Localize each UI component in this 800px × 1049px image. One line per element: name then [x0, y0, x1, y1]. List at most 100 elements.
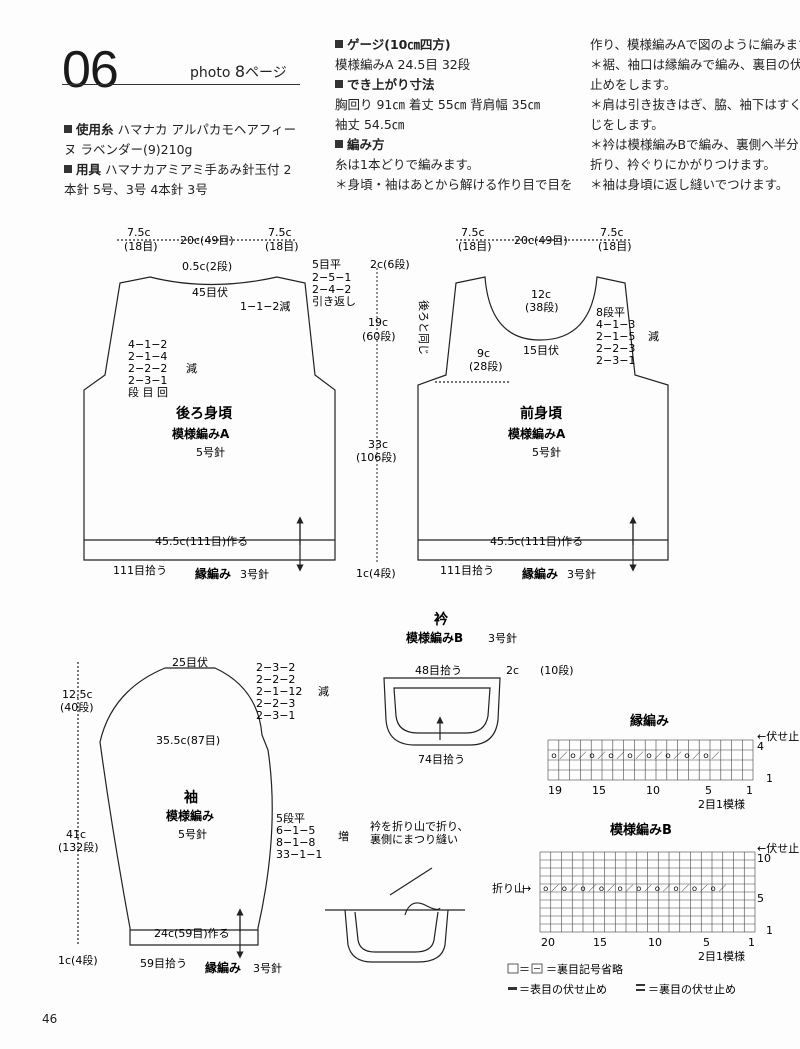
- back-top-mid: 20c(49目): [180, 234, 234, 247]
- fold-note1: 衿を折り山で折り、: [370, 819, 469, 833]
- measure-bottom: 1c(4段): [356, 566, 396, 580]
- sleeve-outline: [99, 667, 273, 946]
- method-line1: 糸は1本どりで編みます。: [335, 157, 480, 172]
- photo-reference: photo 8ページ: [190, 62, 287, 82]
- measure-top: 2c(6段): [370, 257, 410, 271]
- edge-chart-symbols: ｏ／ｏ／ｏ／ｏ／ｏ／ｏ／ｏ／ｏ／ｏ／: [550, 751, 721, 760]
- sleeve-edge-needle: 3号針: [253, 961, 282, 975]
- method-label: 編み方: [347, 137, 385, 152]
- pattern-row5: 5: [757, 892, 764, 905]
- front-side-depth: 9c: [477, 347, 490, 360]
- back-neck-rows: 0.5c(2段): [182, 259, 232, 273]
- front-same-as-back: 後ろと同じ: [417, 300, 431, 355]
- back-shoulder4: 引き返し: [312, 294, 356, 308]
- sleeve-cap3: 2−1−12: [256, 685, 302, 698]
- bullet-icon: [335, 80, 343, 88]
- back-outline: [83, 276, 336, 561]
- fold-diagram: [325, 867, 465, 963]
- front-edge: 縁編み: [522, 566, 558, 581]
- sleeve-inc4: 33−1−1: [276, 848, 322, 861]
- edge-row1: 1: [766, 772, 773, 785]
- yarn-line2: ヌ ラベンダー(9)210g: [64, 142, 193, 157]
- sleeve-length-rows: (132段): [58, 840, 99, 854]
- back-neck-bind: 45目伏: [192, 285, 228, 299]
- pattern-chart-title: 模様編みB: [610, 822, 672, 838]
- sleeve-inc-label: 増: [338, 830, 349, 843]
- sleeve-cast-on: 24c(59目)作る: [154, 927, 230, 940]
- yarn-label: 使用糸: [76, 122, 114, 137]
- sleeve-cap-height: 12.5c: [62, 688, 93, 701]
- measure-mid: 19c: [368, 316, 388, 329]
- back-shoulder2: 2−5−1: [312, 271, 351, 284]
- front-pickup: 111目拾う: [440, 563, 494, 577]
- back-top-right-st: (18目): [265, 240, 299, 253]
- front-top-right: 7.5c: [600, 226, 624, 239]
- pattern-bind: ←伏せ止め: [757, 841, 800, 855]
- bullet-icon: [64, 125, 72, 133]
- photo-suffix: ページ: [245, 65, 287, 81]
- back-arm1: 4−1−2: [128, 338, 167, 351]
- sleeve-pickup: 59目拾う: [140, 956, 187, 970]
- sleeve-title: 袖: [184, 789, 198, 806]
- pat-x20: 20: [541, 936, 555, 949]
- pattern-chart-symbols: ｏ／ｏ／ｏ／ｏ／ｏ／ｏ／ｏ／ｏ／ｏ／ｏ／: [542, 884, 728, 893]
- back-top-left: 7.5c: [127, 226, 151, 239]
- back-arm2: 2−1−4: [128, 350, 167, 363]
- front-top-left: 7.5c: [461, 226, 485, 239]
- instr-line8: ＊袖は身頃に返し縫いでつけます。: [590, 177, 789, 192]
- back-arm4: 2−3−1: [128, 374, 167, 387]
- sleeve-cap1: 2−3−2: [256, 661, 295, 674]
- front-pattern: 模様編みA: [508, 426, 566, 441]
- measure-body: 33c: [368, 438, 388, 451]
- edge-x15: 15: [592, 784, 606, 797]
- front-neck2: 4−1−3: [596, 318, 635, 331]
- pattern-row1: 1: [766, 924, 773, 937]
- sleeve-width: 35.5c(87目): [156, 734, 220, 747]
- sleeve-cap4: 2−2−3: [256, 697, 295, 710]
- bullet-icon: [335, 140, 343, 148]
- pattern-chart-grid: [539, 851, 756, 933]
- gauge-label: ゲージ(10㎝四方): [347, 37, 451, 52]
- edge-x10: 10: [646, 784, 660, 797]
- collar-pickup-bottom: 74目拾う: [418, 752, 465, 766]
- sleeve-inc3: 8−1−8: [276, 836, 315, 849]
- back-edge: 縁編み: [195, 566, 231, 581]
- back-cast-on: 45.5c(111目)作る: [155, 535, 248, 548]
- purl-bind-icon: [636, 984, 645, 986]
- back-edge-needle: 3号針: [240, 567, 269, 581]
- legend-purl-omit: ＝裏目記号省略: [546, 962, 623, 976]
- instr-line2: ＊裾、袖口は縁編みで編み、裏目の伏: [590, 57, 800, 72]
- sleeve-diagram: [77, 662, 273, 959]
- collar-pattern: 模様編みB: [406, 630, 463, 645]
- fold-line-label: 折り山: [492, 881, 525, 895]
- pat-x10: 10: [648, 936, 662, 949]
- back-pattern: 模様編みA: [172, 426, 230, 441]
- back-top-left-st: (18目): [124, 240, 158, 253]
- edge-x1: 1: [746, 784, 753, 797]
- back-arm5: 段 目 回: [128, 385, 168, 399]
- front-top-left-st: (18目): [458, 240, 492, 253]
- front-top-mid: 20c(49目): [514, 234, 568, 247]
- front-edge-needle: 3号針: [567, 567, 596, 581]
- front-body-diagram: [417, 239, 669, 572]
- fold-arrow-icon: →: [522, 882, 531, 895]
- tool-line2: 本針 5号、3号 4本針 3号: [64, 182, 208, 197]
- header-rule: [62, 84, 300, 85]
- legend-purl-bind: ＝裏目の伏せ止め: [648, 982, 736, 996]
- front-neck-depth-rows: (38段): [525, 300, 559, 314]
- photo-label: photo: [190, 65, 235, 81]
- front-top-right-st: (18目): [598, 240, 632, 253]
- gauge-block: ゲージ(10㎝四方) 模様編みA 24.5目 32段 でき上がり寸法 胸回り 9…: [335, 35, 575, 195]
- front-needle: 5号針: [532, 445, 561, 459]
- sleeve-inc2: 6−1−5: [276, 824, 315, 837]
- front-title: 前身頃: [520, 405, 563, 422]
- edge-x19: 19: [548, 784, 562, 797]
- instr-line3: 止めをします。: [590, 77, 677, 92]
- back-shoulder3: 2−4−2: [312, 283, 351, 296]
- collar-needle: 3号針: [488, 631, 517, 645]
- front-side-rows: (28段): [469, 359, 503, 373]
- collar-rows: 2c: [506, 664, 519, 677]
- sleeve-top-bind: 25目伏: [172, 655, 208, 669]
- sleeve-cap2: 2−2−2: [256, 673, 295, 686]
- photo-page: 8: [234, 62, 246, 81]
